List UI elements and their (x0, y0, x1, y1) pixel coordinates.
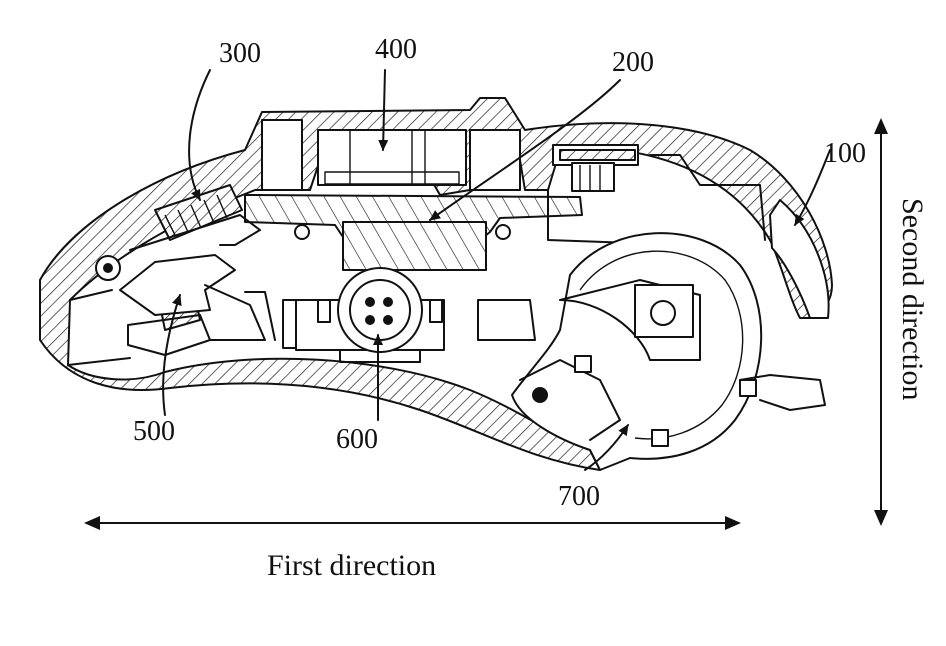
label-100: 100 (824, 138, 866, 169)
label-200: 200 (612, 47, 654, 78)
component-600 (296, 268, 444, 362)
first-direction-label: First direction (267, 549, 436, 582)
component-400 (262, 120, 520, 190)
component-700 (512, 233, 825, 470)
component-200 (245, 195, 582, 270)
label-600: 600 (336, 424, 378, 455)
label-700: 700 (558, 481, 600, 512)
second-direction-label: Second direction (896, 198, 929, 400)
label-400: 400 (375, 34, 417, 65)
component-500 (120, 255, 301, 355)
label-300: 300 (219, 38, 261, 69)
first-direction-arrow (84, 516, 741, 530)
second-direction-arrow (874, 118, 888, 526)
label-500: 500 (133, 416, 175, 447)
